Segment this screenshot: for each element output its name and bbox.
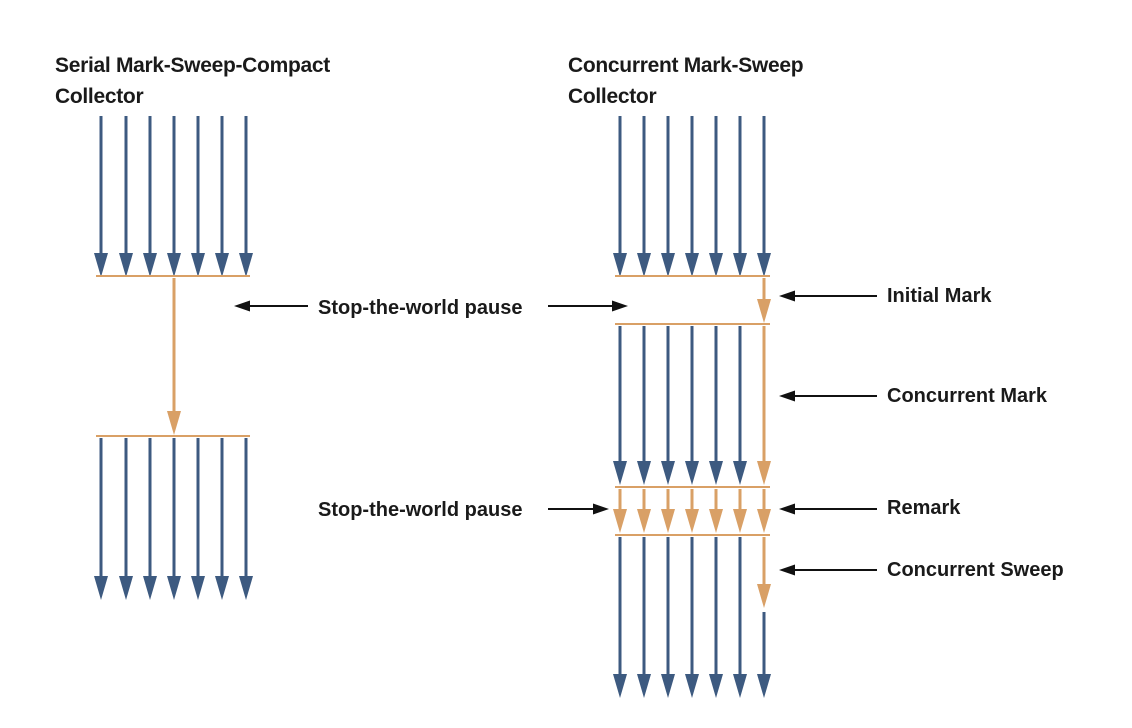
cms-concurrent-mark-thread-arrow-4-head [685, 461, 699, 485]
cms-concurrent-mark-thread-arrow-5-head [709, 461, 723, 485]
serial-app-thread-arrow-bottom-6-head [215, 576, 229, 600]
cms-remark-gc-arrow-6-head [733, 509, 747, 533]
cms-concurrent-sweep-thread-arrow-6-head [733, 674, 747, 698]
cms-app-thread-arrow-bottom-7-head [757, 674, 771, 698]
cms-app-thread-arrow-top-6-head [733, 253, 747, 277]
cms-title-line1: Concurrent Mark-Sweep [568, 54, 804, 77]
cms-concurrent-sweep-thread-arrow-3-head [661, 674, 675, 698]
serial-app-thread-arrow-top-4-head [167, 253, 181, 277]
serial-app-thread-arrow-bottom-3-head [143, 576, 157, 600]
cms-remark-gc-arrow-3-head [661, 509, 675, 533]
remark-label: Remark [887, 497, 961, 519]
serial-app-thread-arrow-top-3-head [143, 253, 157, 277]
serial-app-thread-arrow-top-7-head [239, 253, 253, 277]
cms-concurrent-sweep-thread-arrow-4-head [685, 674, 699, 698]
concurrent-mark-pointer-head [779, 390, 795, 402]
concurrent-sweep-label: Concurrent Sweep [887, 559, 1064, 581]
cms-app-thread-arrow-top-4-head [685, 253, 699, 277]
remark-pause-pointer-head [593, 503, 609, 515]
serial-app-thread-arrow-bottom-7-head [239, 576, 253, 600]
diagram-marks [94, 116, 877, 698]
cms-concurrent-mark-thread-arrow-6-head [733, 461, 747, 485]
cms-concurrent-mark-thread-arrow-2-head [637, 461, 651, 485]
cms-app-thread-arrow-top-7-head [757, 253, 771, 277]
cms-title-line2: Collector [568, 85, 657, 108]
initial-mark-label: Initial Mark [887, 285, 992, 307]
serial-app-thread-arrow-top-5-head [191, 253, 205, 277]
cms-concurrent-sweep-gc-arrow-head [757, 584, 771, 608]
remark-pointer-head [779, 503, 795, 515]
cms-collector-title: Concurrent Mark-Sweep Collector [568, 50, 804, 112]
stop-the-world-pause-label-bottom: Stop-the-world pause [318, 499, 522, 521]
cms-concurrent-sweep-thread-arrow-1-head [613, 674, 627, 698]
serial-app-thread-arrow-top-2-head [119, 253, 133, 277]
concurrent-sweep-pointer-head [779, 564, 795, 576]
cms-concurrent-mark-thread-arrow-1-head [613, 461, 627, 485]
cms-remark-gc-arrow-1-head [613, 509, 627, 533]
serial-title-line1: Serial Mark-Sweep-Compact [55, 54, 330, 77]
cms-remark-gc-arrow-2-head [637, 509, 651, 533]
serial-title-line2: Collector [55, 85, 144, 108]
concurrent-mark-label: Concurrent Mark [887, 385, 1048, 407]
serial-app-thread-arrow-bottom-2-head [119, 576, 133, 600]
cms-remark-gc-arrow-5-head [709, 509, 723, 533]
cms-remark-gc-arrow-4-head [685, 509, 699, 533]
serial-app-thread-arrow-top-6-head [215, 253, 229, 277]
serial-app-thread-arrow-bottom-1-head [94, 576, 108, 600]
cms-app-thread-arrow-top-2-head [637, 253, 651, 277]
serial-collector-title: Serial Mark-Sweep-Compact Collector [55, 50, 330, 112]
initial-mark-pointer-head [779, 290, 795, 302]
cms-concurrent-sweep-thread-arrow-2-head [637, 674, 651, 698]
cms-concurrent-mark-gc-arrow-head [757, 461, 771, 485]
cms-app-thread-arrow-top-5-head [709, 253, 723, 277]
pause-pointer-right-head [612, 300, 628, 312]
serial-app-thread-arrow-bottom-5-head [191, 576, 205, 600]
cms-concurrent-sweep-thread-arrow-5-head [709, 674, 723, 698]
stop-the-world-pause-label-top: Stop-the-world pause [318, 297, 522, 319]
cms-app-thread-arrow-top-3-head [661, 253, 675, 277]
cms-initial-mark-gc-arrow-head [757, 299, 771, 323]
cms-app-thread-arrow-top-1-head [613, 253, 627, 277]
serial-app-thread-arrow-top-1-head [94, 253, 108, 277]
serial-gc-thread-arrow-head [167, 411, 181, 435]
serial-app-thread-arrow-bottom-4-head [167, 576, 181, 600]
pause-pointer-left-head [234, 300, 250, 312]
cms-concurrent-mark-thread-arrow-3-head [661, 461, 675, 485]
cms-remark-gc-arrow-7-head [757, 509, 771, 533]
